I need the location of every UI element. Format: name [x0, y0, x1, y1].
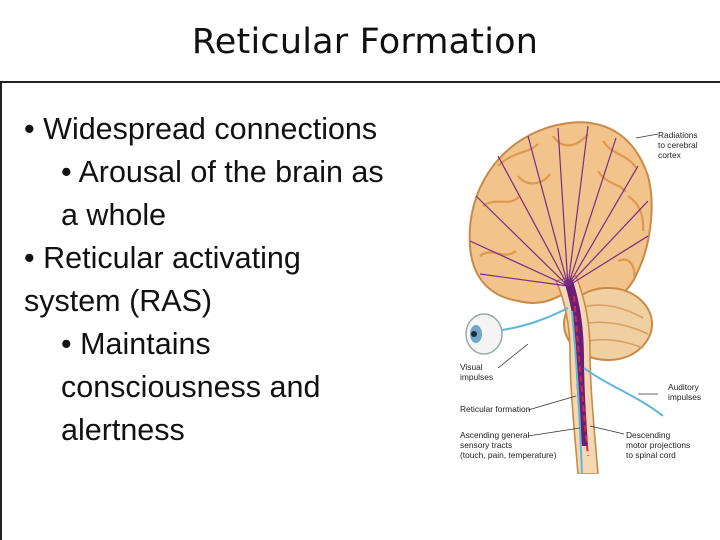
label-radiations: Radiations [658, 130, 698, 140]
bullet-item: • Reticular activating [24, 241, 301, 275]
bullet-list: • Widespread connections • Arousal of th… [24, 108, 454, 452]
label-radiations: to cerebral [658, 140, 698, 150]
label-visual: impulses [460, 372, 493, 382]
label-visual: Visual [460, 362, 483, 372]
bullet-item: • Widespread connections [24, 112, 378, 146]
label-auditory: Auditory [668, 382, 700, 392]
label-auditory: impulses [668, 392, 701, 402]
label-radiations: cortex [658, 150, 682, 160]
bullet-item: system (RAS) [24, 284, 213, 318]
label-ascending: (touch, pain, temperature) [460, 450, 557, 460]
sensory-tract [571, 310, 583, 474]
label-descending: motor projections [626, 440, 690, 450]
title-divider [0, 81, 720, 83]
sub-bullet-item: • Arousal of the brain as [61, 155, 384, 189]
eye-illustration [465, 313, 503, 355]
content-border [0, 82, 2, 540]
leader-lines [497, 133, 659, 437]
sub-bullet-item: a whole [61, 198, 167, 232]
label-ascending: sensory tracts [460, 440, 512, 450]
reticular-formation-diagram: Radiations to cerebral cortex Visual imp… [460, 121, 701, 474]
radiation-arrows [469, 125, 649, 287]
reticular-core [564, 278, 588, 446]
sub-bullet-item: • Maintains [61, 327, 211, 361]
label-descending: Descending [626, 430, 671, 440]
label-reticular: Reticular formation [460, 404, 531, 414]
auditory-pathway [583, 367, 664, 417]
sub-bullet-item: alertness [61, 413, 185, 447]
brain-gyri [479, 133, 645, 282]
visual-pathway [501, 307, 569, 331]
slide-title: Reticular Formation [191, 22, 539, 62]
sub-bullet-item: consciousness and [61, 370, 321, 404]
label-descending: to spinal cord [626, 450, 676, 460]
motor-tract [573, 295, 589, 457]
label-ascending: Ascending general [460, 430, 530, 440]
